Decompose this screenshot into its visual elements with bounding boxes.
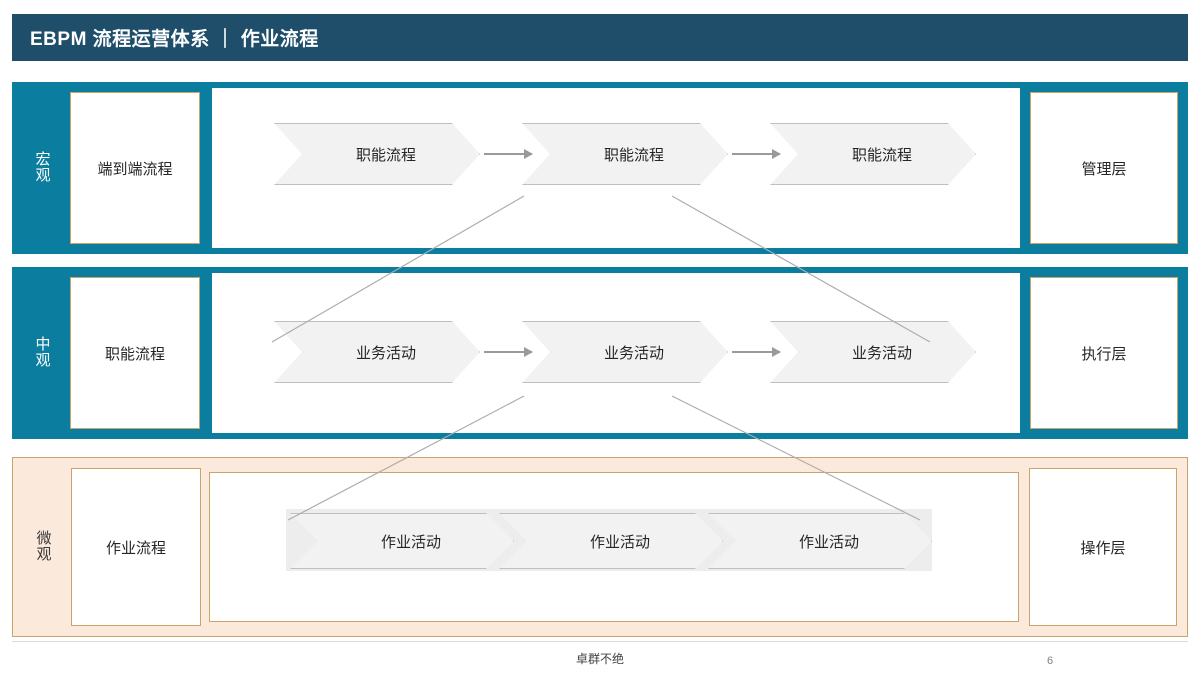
- footer-divider: [12, 641, 1188, 642]
- process-name-box-macro[interactable]: 端到端流程: [70, 92, 200, 244]
- process-name-micro: 作业流程: [105, 539, 166, 557]
- level-label-meso-text: 中观: [35, 336, 51, 369]
- level-label-macro: 宏观: [20, 82, 66, 254]
- flow-canvas-micro: 作业活动 作业活动 作业活动: [209, 472, 1019, 622]
- process-name-macro: 端到端流程: [97, 160, 173, 178]
- layer-box-macro[interactable]: 管理层: [1030, 92, 1178, 244]
- step-chevron[interactable]: 业务活动: [770, 321, 976, 383]
- footer-slogan: 卓群不绝: [575, 652, 624, 666]
- flow-canvas-meso: 业务活动 业务活动 业务活动: [212, 273, 1020, 433]
- flow-canvas-macro: 职能流程 职能流程 职能流程: [212, 88, 1020, 248]
- step-chevron[interactable]: 职能流程: [522, 123, 728, 185]
- connector-arrow: [732, 149, 781, 159]
- step-chevron[interactable]: 业务活动: [522, 321, 728, 383]
- layer-name-micro: 操作层: [1080, 539, 1126, 557]
- step-label: 业务活动: [355, 344, 416, 362]
- step-chevron[interactable]: 作业活动: [499, 513, 723, 569]
- step-chevron[interactable]: 职能流程: [770, 123, 976, 185]
- layer-box-micro[interactable]: 操作层: [1029, 468, 1177, 626]
- row-macro: 宏观 端到端流程 职能流程 职能流程 职能流程 管理层: [12, 82, 1188, 254]
- step-label: 作业活动: [589, 533, 650, 551]
- step-chevron[interactable]: 作业活动: [708, 513, 932, 569]
- connector-arrow: [732, 347, 781, 357]
- level-label-micro-text: 微观: [36, 530, 52, 563]
- step-chevron[interactable]: 作业活动: [290, 513, 514, 569]
- step-label: 职能流程: [355, 146, 416, 164]
- connector-arrow: [484, 149, 533, 159]
- process-name-box-micro[interactable]: 作业流程: [71, 468, 201, 626]
- step-chevron[interactable]: 业务活动: [274, 321, 480, 383]
- page-title: EBPM 流程运营体系 ｜ 作业流程: [30, 29, 319, 50]
- row-meso: 中观 职能流程 业务活动 业务活动 业务活动 执行层: [12, 267, 1188, 439]
- step-label: 职能流程: [851, 146, 912, 164]
- row-micro: 微观 作业流程 作业活动 作业活动 作业活动 操作层: [12, 457, 1188, 637]
- step-label: 业务活动: [851, 344, 912, 362]
- step-label: 作业活动: [798, 533, 859, 551]
- step-label: 作业活动: [380, 533, 441, 551]
- layer-name-meso: 执行层: [1081, 345, 1127, 363]
- level-label-macro-text: 宏观: [35, 151, 51, 184]
- process-name-box-meso[interactable]: 职能流程: [70, 277, 200, 429]
- step-chevron[interactable]: 职能流程: [274, 123, 480, 185]
- level-label-meso: 中观: [20, 267, 66, 439]
- step-label: 职能流程: [603, 146, 664, 164]
- level-label-micro: 微观: [21, 458, 67, 636]
- layer-box-meso[interactable]: 执行层: [1030, 277, 1178, 429]
- step-label: 业务活动: [603, 344, 664, 362]
- page-number: 6: [1046, 655, 1054, 667]
- connector-arrow: [484, 347, 533, 357]
- process-name-meso: 职能流程: [104, 345, 165, 363]
- layer-name-macro: 管理层: [1081, 160, 1127, 178]
- slide-title-bar: EBPM 流程运营体系 ｜ 作业流程: [12, 14, 1188, 61]
